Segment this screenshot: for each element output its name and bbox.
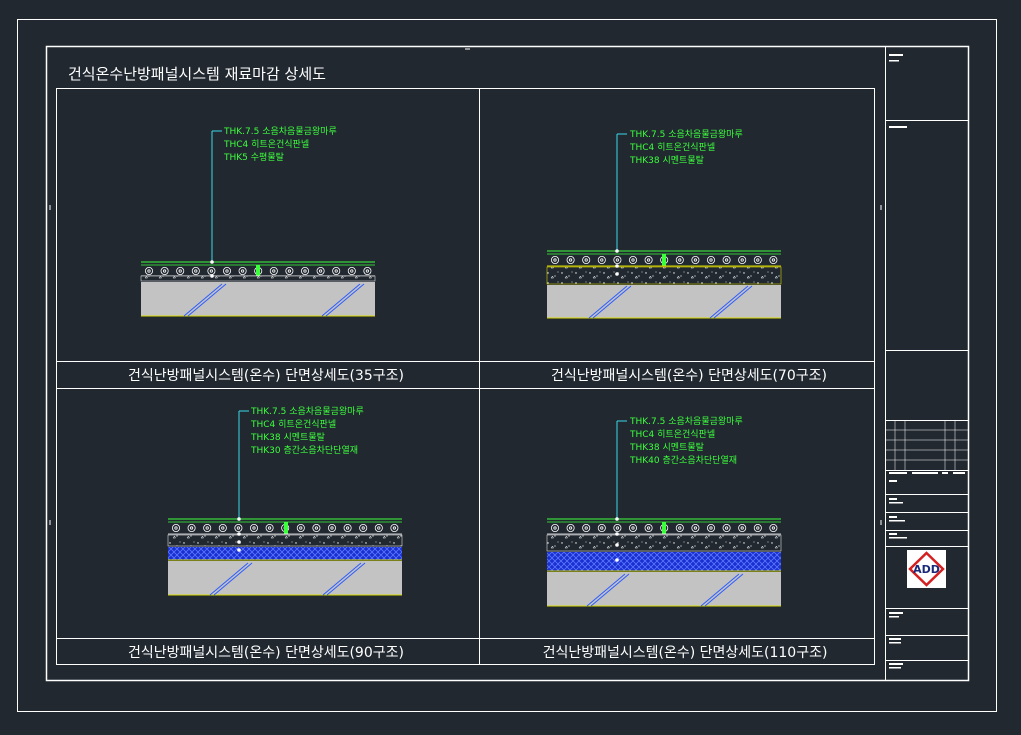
heating-pipe [582, 524, 591, 533]
heating-pipe [207, 266, 216, 275]
company-logo: ADD [907, 550, 946, 588]
heating-pipe [176, 266, 185, 275]
heating-pipe [144, 266, 153, 275]
panel-1-layer-3: THK5 수평물탈 [223, 152, 284, 163]
heating-pipe [390, 524, 399, 533]
heating-pipe [234, 524, 243, 533]
panel-1-slab [141, 282, 375, 316]
heating-pipe [691, 524, 700, 533]
heating-pipe [347, 266, 356, 275]
heating-pipe [613, 524, 622, 533]
heating-pipe [269, 266, 278, 275]
panel-4-layer-1: THK.7.5 소음차음물금왕마루 [629, 415, 743, 427]
panel-2-layer-2: THC4 히트온건식판넬 [629, 141, 715, 153]
panel-3-caption: 건식난방패널시스템(온수) 단면상세도(90구조) [128, 645, 404, 661]
panel-1-layer-1: THK.7.5 소음차음물금왕마루 [223, 125, 337, 137]
heating-pipe [675, 255, 684, 264]
heating-pipe [769, 524, 778, 533]
heating-pipe [629, 524, 638, 533]
heating-pipe [327, 524, 336, 533]
frame-ticks [49, 48, 882, 525]
heating-pipe [597, 255, 606, 264]
heating-pipe [566, 524, 575, 533]
heating-pipe [738, 255, 747, 264]
panel-4-section: THK.7.5 소음차음물금왕마루 THC4 히트온건식판넬 THK38 시멘트… [546, 415, 782, 607]
heating-pipe [691, 255, 700, 264]
heating-pipe [675, 524, 684, 533]
panel-2-layer-1: THK.7.5 소음차음물금왕마루 [629, 128, 743, 140]
panel-3-layer-1: THK.7.5 소음차음물금왕마루 [250, 405, 364, 417]
panel-4-layer-4: THK40 층간소음차단단열재 [629, 454, 737, 466]
heating-pipe [551, 255, 560, 264]
heating-pipe [218, 524, 227, 533]
heating-pipe [753, 524, 762, 533]
heating-pipe [238, 266, 247, 275]
panel-1-layer-2: THC4 히트온건식판넬 [223, 138, 309, 150]
heating-pipe [613, 255, 622, 264]
panel-2-section: THK.7.5 소음차음물금왕마루 THC4 히트온건식판넬 THK38 시멘트… [546, 128, 782, 319]
heating-pipe [300, 266, 309, 275]
panel-4-layer-2: THC4 히트온건식판넬 [629, 428, 715, 440]
panel-3-insulation [168, 547, 402, 560]
panel-2-caption: 건식난방패널시스템(온수) 단면상세도(70구조) [551, 368, 827, 384]
heating-pipe [753, 255, 762, 264]
panel-4-mortar [546, 534, 782, 552]
drawing-border [45, 45, 970, 682]
heating-pipe [249, 524, 258, 533]
heating-pipe [738, 524, 747, 533]
heating-pipe [597, 524, 606, 533]
heating-pipe [359, 524, 368, 533]
heating-pipe [629, 255, 638, 264]
revision-table [885, 420, 968, 470]
panel-2-mortar [546, 266, 782, 285]
panel-3-mortar [167, 534, 403, 547]
panel-2-slab [547, 285, 781, 318]
heating-pipe [160, 266, 169, 275]
title-block-marks [889, 54, 965, 669]
drawing-title: 건식온수난방패널시스템 재료마감 상세도 [68, 65, 326, 83]
heating-pipe [707, 255, 716, 264]
heating-pipe [722, 524, 731, 533]
panel-3-layer-4: THK30 층간소음차단단열재 [250, 444, 358, 456]
title-block [885, 46, 969, 681]
heating-pipe [374, 524, 383, 533]
heating-pipe [203, 524, 212, 533]
heating-pipe [343, 524, 352, 533]
heating-pipe [551, 524, 560, 533]
heating-pipe [363, 266, 372, 275]
heating-pipe [316, 266, 325, 275]
heating-pipe [312, 524, 321, 533]
outer-border [17, 19, 997, 712]
panel-4-slab [547, 572, 781, 606]
panel-1-section: THK.7.5 소음차음물금왕마루 THC4 히트온건식판넬 THK5 수평물탈 [140, 125, 376, 317]
logo-text: ADD [913, 563, 940, 576]
heating-pipe [332, 266, 341, 275]
heating-pipe [285, 266, 294, 275]
panel-4-layer-3: THK38 시멘트물탈 [629, 442, 704, 453]
panel-4-caption: 건식난방패널시스템(온수) 단면상세도(110구조) [543, 645, 828, 661]
heating-pipe [265, 524, 274, 533]
panel-1-caption: 건식난방패널시스템(온수) 단면상세도(35구조) [128, 368, 404, 384]
panel-2-layer-3: THK38 시멘트물탈 [629, 155, 704, 166]
panel-4-insulation [547, 552, 781, 571]
heating-pipe [722, 255, 731, 264]
panel-grid [56, 88, 875, 665]
panel-3-layer-2: THC4 히트온건식판넬 [250, 418, 336, 430]
heating-pipe [187, 524, 196, 533]
heating-pipe [222, 266, 231, 275]
heating-pipe [644, 524, 653, 533]
heating-pipe [707, 524, 716, 533]
heating-pipe [171, 524, 180, 533]
heating-pipe [769, 255, 778, 264]
panel-3-slab [168, 561, 402, 595]
heating-pipe [191, 266, 200, 275]
heating-pipe [644, 255, 653, 264]
heating-pipe [296, 524, 305, 533]
panel-3-section: THK.7.5 소음차음물금왕마루 THC4 히트온건식판넬 THK38 시멘트… [167, 405, 403, 596]
panel-3-layer-3: THK38 시멘트물탈 [250, 432, 325, 443]
heating-pipe [582, 255, 591, 264]
heating-pipe [566, 255, 575, 264]
